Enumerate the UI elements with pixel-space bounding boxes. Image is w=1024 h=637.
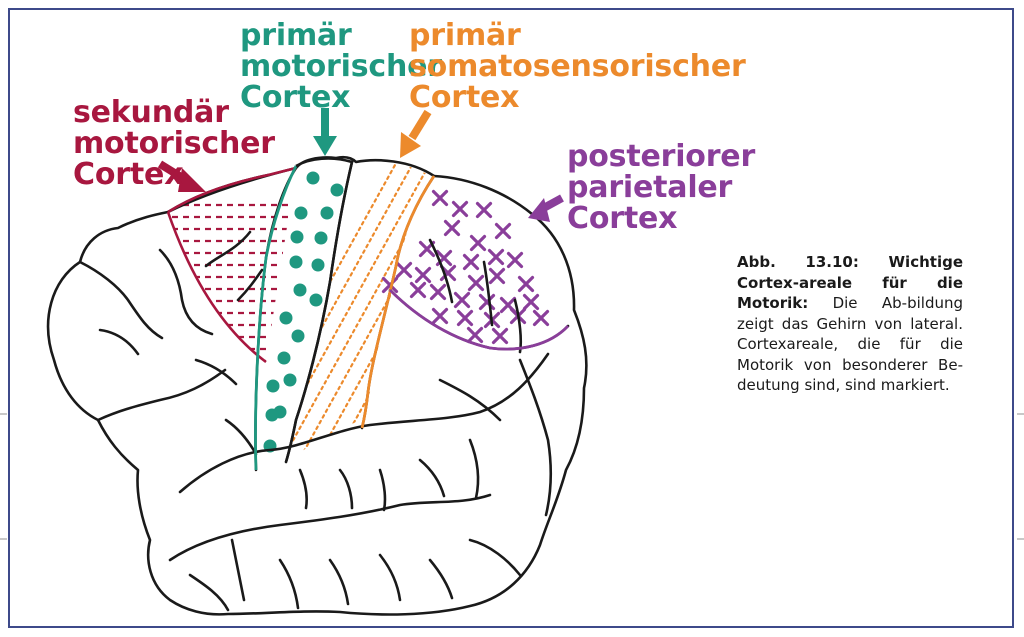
parietal-cross [466,326,484,344]
page-edge-mark [0,413,7,415]
label-primary-somatosensory-cortex: primär somatosensorischer Cortex [409,18,746,115]
parietal-cross [478,293,496,311]
parietal-cross [429,283,447,301]
primary-motor-pattern [263,171,344,453]
parietal-cross [381,276,399,294]
parietal-cross [462,253,480,271]
label-posterior-parietal-cortex: posteriorer parietaler Cortex [567,139,756,236]
motor-dot [306,171,320,185]
parietal-cross [517,275,535,293]
parietal-cross [475,201,493,219]
label-primary-motor-cortex: primär motorischer Cortex [240,18,442,115]
somatosensory-boundary [360,175,436,429]
motor-dot [314,231,328,245]
brain-outline [46,155,588,616]
parietal-cross [522,293,540,311]
figure-caption: Abb. 13.10: Wichtige Cortex-areale für d… [737,252,963,396]
parietal-cross [431,189,449,207]
arrow-primary-motor [313,108,337,156]
parietal-cross [487,248,505,266]
motor-dot [309,293,323,307]
parietal-pattern [381,189,550,345]
parietal-cross [488,267,506,285]
arrow-posterior-parietal [528,194,564,222]
motor-dot [283,373,297,387]
parietal-cross [494,222,512,240]
parietal-cross [451,200,469,218]
motor-dot [279,311,293,325]
motor-dot [294,206,308,220]
parietal-cross [491,327,509,345]
parietal-cross [414,266,432,284]
motor-dot [265,408,279,422]
motor-dot [266,379,280,393]
parietal-cross [467,274,485,292]
page-edge-mark [0,538,7,540]
parietal-cross [431,307,449,325]
caption-title: Abb. 13.10: Wichtige Cortex-areale für d… [737,253,963,312]
parietal-cross [453,291,471,309]
parietal-cross [409,281,427,299]
primary-motor-boundary-front [254,165,298,471]
motor-dot [311,258,325,272]
motor-dot [290,230,304,244]
motor-dot [293,283,307,297]
parietal-cross [443,219,461,237]
motor-dot [330,183,344,197]
arrow-secondary-motor [157,160,206,192]
caption-body: Die Ab-bildung zeigt das Gehirn von late… [737,294,963,394]
parietal-cross [395,261,413,279]
page-edge-mark [1017,538,1024,540]
page-edge-mark [1017,413,1024,415]
motor-dot [289,255,303,269]
parietal-cross [532,309,550,327]
motor-dot [277,351,291,365]
figure-frame [8,8,1014,628]
parietal-cross [506,251,524,269]
parietal-cross [456,309,474,327]
arrow-primary-somatosensory [400,109,432,158]
motor-dot [320,206,334,220]
motor-dot [291,329,305,343]
label-secondary-motor-cortex: sekundär motorischer Cortex [73,95,275,192]
secondary-motor-boundary [166,211,267,364]
parietal-boundary [389,289,570,351]
parietal-cross [469,234,487,252]
